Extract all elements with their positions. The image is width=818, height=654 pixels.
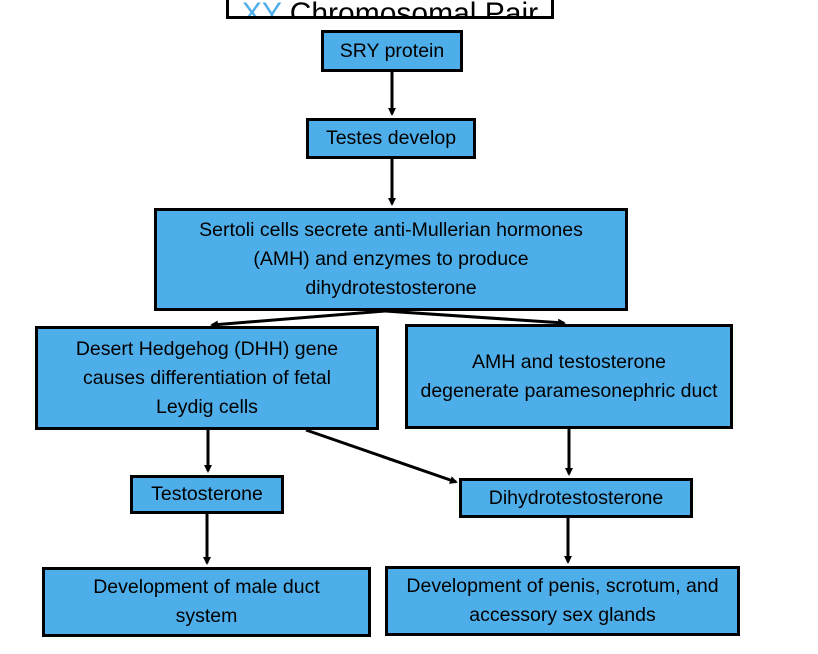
xy-chromosomal-pair-box: XY Chromosomal Pair [226,0,554,19]
arrow-sertoli-dhh [210,309,386,329]
sry-protein-box: SRY protein [321,30,463,72]
dihydrotestosterone-box: Dihydrotestosterone [459,478,693,518]
male-duct-box: Development of male duct system [42,567,371,637]
xy-label: XY [241,0,282,19]
dhh-gene-box: Desert Hedgehog (DHH) gene causes differ… [35,326,379,430]
amh-testosterone-box: AMH and testosterone degenerate parameso… [405,324,733,429]
testes-develop-box: Testes develop [306,118,476,159]
arrow-sertoli-amh [384,309,566,327]
testosterone-box: Testosterone [130,475,284,514]
sertoli-cells-box: Sertoli cells secrete anti-Mullerian hor… [154,208,628,311]
chromosomal-pair-label: Chromosomal Pair [281,0,539,19]
arrow-dhh-dht [305,428,458,484]
penis-scrotum-box: Development of penis, scrotum, and acces… [385,566,740,636]
